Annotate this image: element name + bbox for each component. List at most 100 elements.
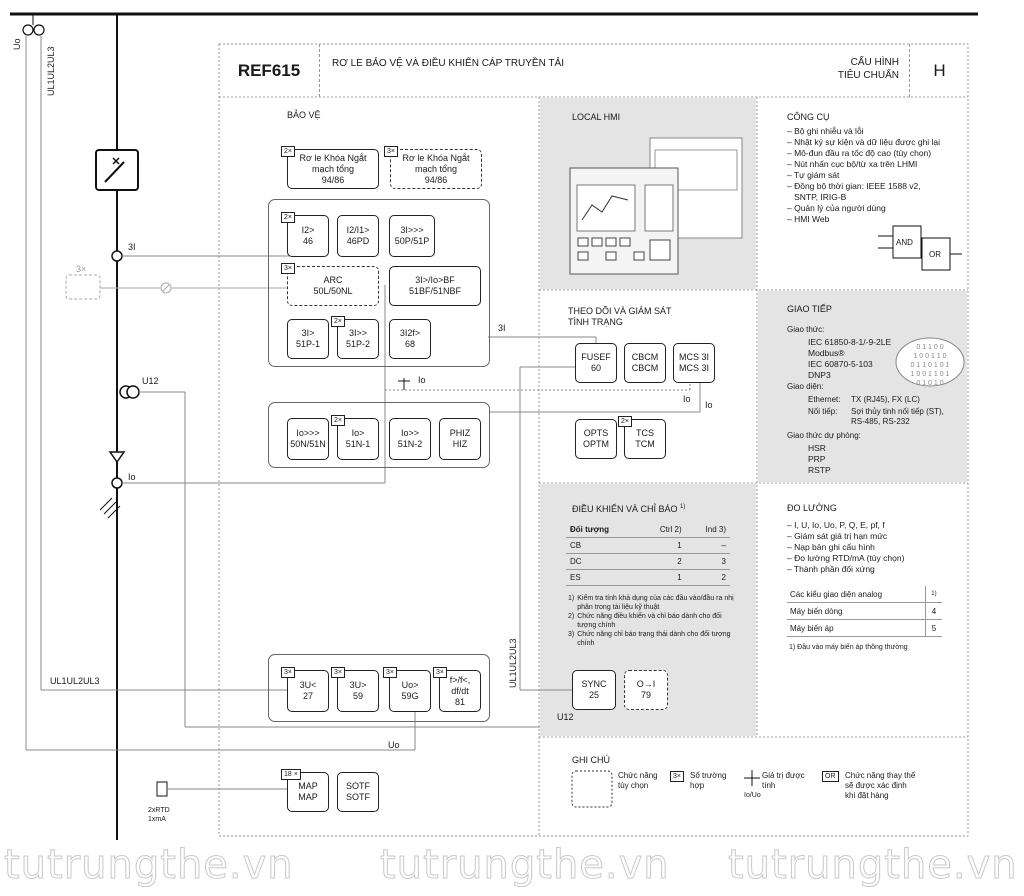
legend-mult-symbol: 3× [670, 771, 684, 782]
signal-3i: 3I [128, 242, 136, 252]
list-item: PRP [808, 454, 826, 464]
signal-3i-right: 3I [498, 323, 506, 333]
cell: Máy biến dòng [787, 602, 926, 620]
overcurrent-group [268, 199, 490, 367]
protection-heading: BẢO VỆ [287, 110, 321, 120]
func-59: 3U> 59 [337, 670, 379, 712]
list-item: IEC 61850-8-1/-9-2LE [808, 337, 892, 347]
mult-badge: 2× [331, 415, 345, 426]
signal-io: Io [128, 472, 136, 482]
cell: 3 [685, 553, 730, 570]
func-46pd: I2/I1> 46PD [337, 215, 379, 257]
binary-row: 0 1 1 0 1 0 1 [910, 362, 950, 369]
func-hiz: PHIZ HIZ [439, 418, 481, 460]
title-block: REF615 RƠ LE BẢO VỆ VÀ ĐIỀU KHIỂN CÁP TR… [219, 44, 968, 97]
control-heading-text: ĐIỀU KHIỂN VÀ CHỈ BÁO [572, 504, 678, 514]
binary-row: 0 1 0 1 0 [916, 380, 944, 387]
table-row: Các kiểu giao diện analog 1) [787, 586, 942, 603]
table-row: ES 1 2 [566, 569, 730, 586]
and-gate-label: AND [896, 238, 913, 247]
interfaces-label: Giao diện: [787, 382, 824, 391]
signal-uo-bottom: Uo [388, 740, 400, 750]
list-item: – Đo lường RTD/mA (tùy chọn) [787, 553, 905, 563]
mult-badge: 3× [331, 667, 345, 678]
func-68: 3I2f> 68 [389, 319, 431, 359]
note: 1)Kiểm tra tính khả dụng của các đầu vào… [568, 594, 738, 612]
table-row: DC 2 3 [566, 553, 730, 570]
signal-u12: U12 [142, 376, 159, 386]
list-item: – Mô-đun đầu ra tốc độ cao (tùy chọn) [787, 148, 932, 158]
model-name: REF615 [219, 44, 320, 97]
binary-row: 1 0 0 1 1 0 1 [910, 371, 950, 378]
legend-calc: Giá trị được tính [762, 771, 805, 790]
list-item: Modbus® [808, 348, 845, 358]
config-code: H [909, 44, 969, 97]
list-item: – Quản lý của người dùng [787, 203, 886, 213]
cell: 2 [639, 553, 686, 570]
watermark: tutrungthe.vn [380, 842, 670, 889]
func-sync: SYNC 25 [572, 670, 616, 710]
list-item: – HMI Web [787, 214, 830, 224]
note-mark: 1) [568, 595, 575, 602]
func-50p: 3I>>> 50P/51P [389, 215, 435, 257]
list-item: RSTP [808, 465, 831, 475]
mult-badge: 3× [383, 667, 397, 678]
mult-badge: 3× [281, 263, 295, 274]
func-mcs: MCS 3I MCS 3I [673, 343, 715, 383]
redundancy-label: Giao thức dự phòng: [787, 431, 861, 440]
control-heading: ĐIỀU KHIỂN VÀ CHỈ BÁO 1) [572, 502, 685, 515]
legend-or-symbol: OR [822, 771, 839, 782]
analog-table: Các kiểu giao diện analog 1) Máy biến dò… [787, 586, 942, 637]
func-79: O→I 79 [624, 670, 668, 710]
serial-value: Sợi thủy tinh nối tiếp (ST), RS-485, RS-… [851, 407, 944, 427]
cell: DC [566, 553, 640, 570]
legend-heading: GHI CHÚ [572, 755, 610, 765]
cell: 2 [685, 569, 730, 586]
func-27: 3U< 27 [287, 670, 329, 712]
rtd-label-1: 2xRTD [148, 807, 170, 814]
control-table: Đối tượng Ctrl 2) Ind 3) CB 1 – DC 2 3 E… [566, 522, 730, 586]
cell: 1 [639, 569, 686, 586]
cell: 5 [924, 619, 942, 637]
signal-io-c: Io [705, 400, 713, 410]
tools-list: – Bộ ghi nhiễu và lỗi – Nhật ký sự kiện … [787, 126, 940, 225]
table-header: Đối tượng Ctrl 2) Ind 3) [566, 522, 730, 538]
condition-monitoring-heading: THEO DÕI VÀ GIÁM SÁT TÌNH TRẠNG [568, 306, 672, 328]
func-fusef: FUSEF 60 [575, 343, 617, 383]
rtd-label: 2xRTD 1xmA [148, 806, 170, 824]
binary-row: 0 1 1 0 0 [916, 344, 944, 351]
signal-3x: 3× [76, 264, 87, 274]
cell: 4 [924, 602, 942, 620]
watermark: tutrungthe.vn [4, 842, 294, 889]
measurement-list: – I, U, Io, Uo, P, Q, E, pf, f – Giám sá… [787, 520, 904, 575]
serial-value-2: RS-485, RS-232 [851, 417, 910, 426]
cell: Máy biến áp [787, 619, 926, 637]
signal-ul-bottom: UL1UL2UL3 [50, 676, 100, 686]
note-mark: 2) [568, 613, 575, 620]
watermark: tutrungthe.vn [728, 842, 1018, 889]
busbar-trip-2: Rơ le Khóa Ngắt mạch tổng 94/86 [390, 149, 482, 189]
list-item: – Nút nhấn cục bộ/từ xa trên LHMI [787, 159, 918, 169]
signal-io-a: Io [418, 375, 426, 385]
config-line-2: TIÊU CHUẨN [837, 70, 899, 81]
cell: – [685, 537, 730, 554]
list-item: DNP3 [808, 370, 831, 380]
ethernet-label: Ethernet: [808, 395, 841, 404]
mult-badge: 18 × [281, 769, 301, 780]
or-gate-label: OR [929, 250, 941, 259]
note-mark: 3) [568, 631, 575, 638]
cell: 1 [639, 537, 686, 554]
table-row: CB 1 – [566, 537, 730, 554]
redundancy-list: HSR PRP RSTP [808, 443, 831, 476]
func-81: f>/f<, df/dt 81 [439, 670, 481, 712]
func-51n-2: Io>> 51N-2 [389, 418, 431, 460]
col-header: Ctrl 2) [639, 522, 686, 538]
list-item: – Nạp bản ghi cấu hình [787, 542, 875, 552]
legend-alt: Chức năng thay thế sẽ được xác định khi … [845, 771, 916, 800]
cm-heading-2: TÌNH TRẠNG [568, 317, 623, 327]
protocols-label: Giao thức: [787, 325, 825, 334]
ethernet-value: TX (RJ45), FX (LC) [851, 395, 920, 404]
list-item: HSR [808, 443, 826, 453]
col-header: Ind 3) [685, 522, 730, 538]
list-item: SNTP, IRIG-B [787, 192, 847, 202]
